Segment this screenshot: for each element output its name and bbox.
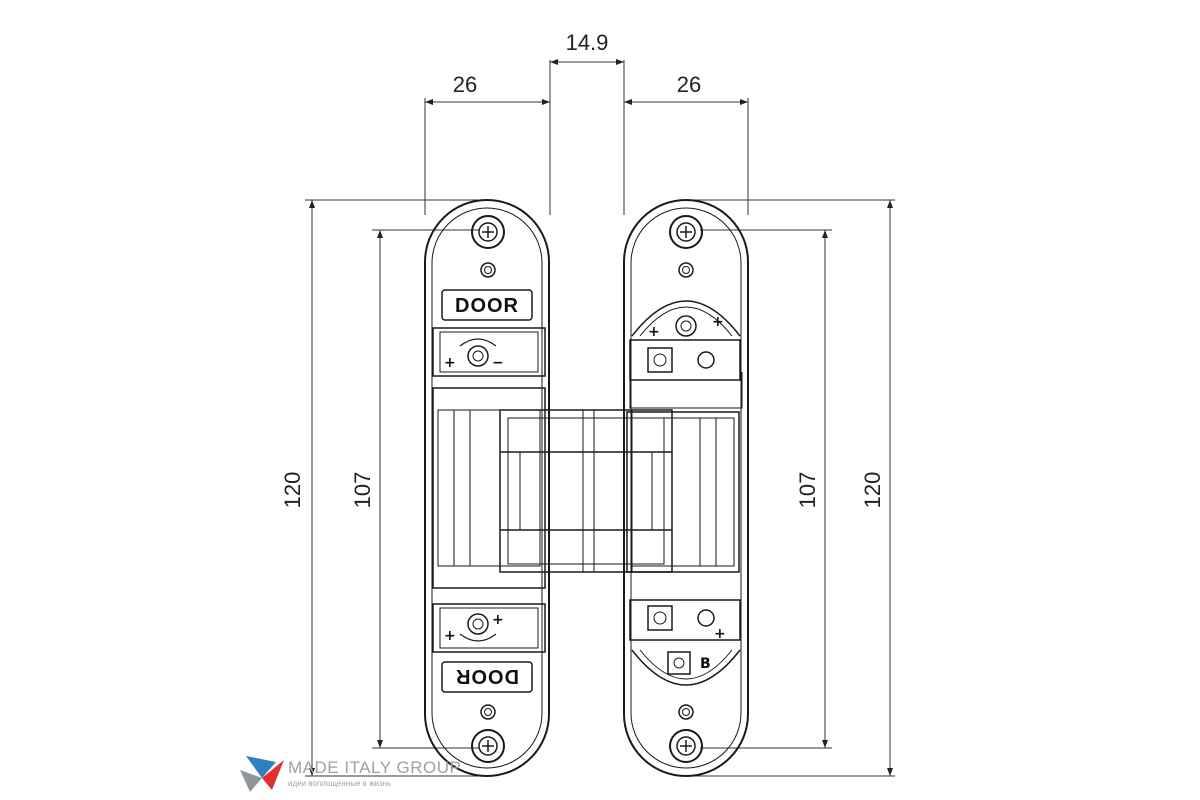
door-label-top: DOOR <box>455 295 519 317</box>
center-linkage <box>499 409 673 573</box>
made-italy-logo-icon <box>240 756 284 792</box>
plus-mark-right-top-2: + <box>712 314 724 330</box>
right-plate <box>623 199 749 777</box>
plus-mark-left-bottom-2: + <box>492 612 504 628</box>
dimension-arrows <box>309 59 893 776</box>
dim-right-width-label: 26 <box>677 72 701 97</box>
plus-mark-right-top: + <box>648 324 660 340</box>
plus-mark-right-bottom: + <box>714 626 726 642</box>
dim-left-inner-height-label: 107 <box>350 472 375 509</box>
plus-mark-left-top: + <box>444 355 456 371</box>
watermark-subtitle: идеи воплощенные в жизнь <box>288 779 392 788</box>
dim-gap-label: 14.9 <box>566 30 609 55</box>
dimension-lines <box>305 60 895 777</box>
dim-left-width-label: 26 <box>453 72 477 97</box>
plus-mark-left-bottom: + <box>444 628 456 644</box>
watermark-title: MADE ITALY GROUP <box>288 758 462 777</box>
watermark: MADE ITALY GROUP идеи воплощенные в жизн… <box>240 752 500 798</box>
dim-right-inner-height-label: 107 <box>795 472 820 509</box>
b-mark-right-bottom: B <box>700 656 711 672</box>
dim-left-outer-height-label: 120 <box>280 472 305 509</box>
door-label-bottom: DOOR <box>455 665 519 687</box>
left-plate <box>424 199 550 777</box>
minus-mark-left-top: − <box>492 355 504 371</box>
dim-right-outer-height-label: 120 <box>860 472 885 509</box>
